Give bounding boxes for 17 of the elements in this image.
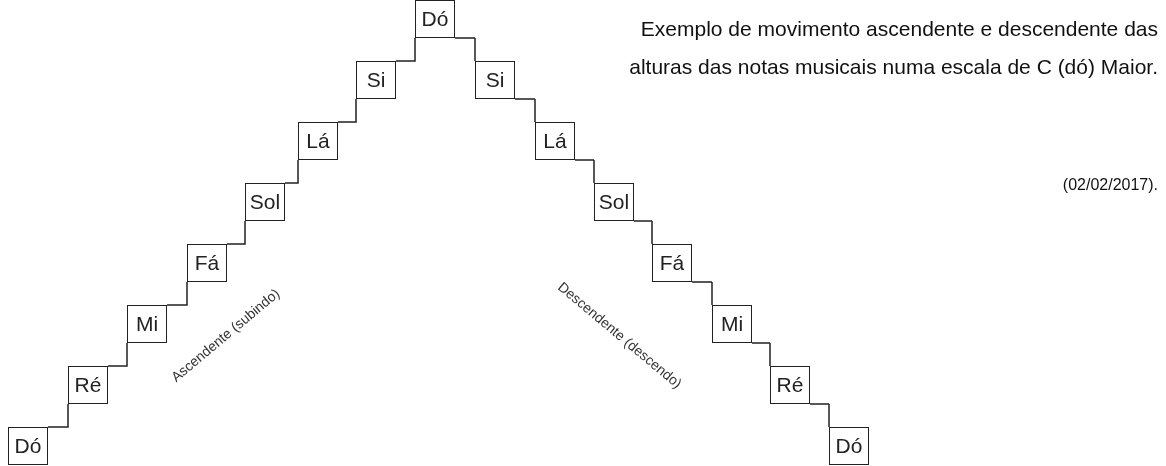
note-box: Sol [594,183,634,221]
note-box: Dó [415,0,455,38]
note-box: Dó [8,427,48,465]
source-citation: (02/02/2017). [1062,176,1158,194]
note-box: Mi [712,305,752,343]
note-box: Mi [127,305,167,343]
note-box: Si [475,61,515,99]
note-box: Sol [245,183,285,221]
note-box: Fá [187,244,227,282]
note-box: Ré [770,366,810,404]
note-box: Si [356,61,396,99]
note-box: Lá [535,122,575,160]
note-box: Dó [829,427,869,465]
note-box: Ré [68,366,108,404]
caption: Exemplo de movimento ascendente e descendente das alturas das notas musicais numa escala de C (dó) Maior. [628,16,1158,80]
note-box: Lá [298,122,338,160]
note-box: Fá [652,244,692,282]
